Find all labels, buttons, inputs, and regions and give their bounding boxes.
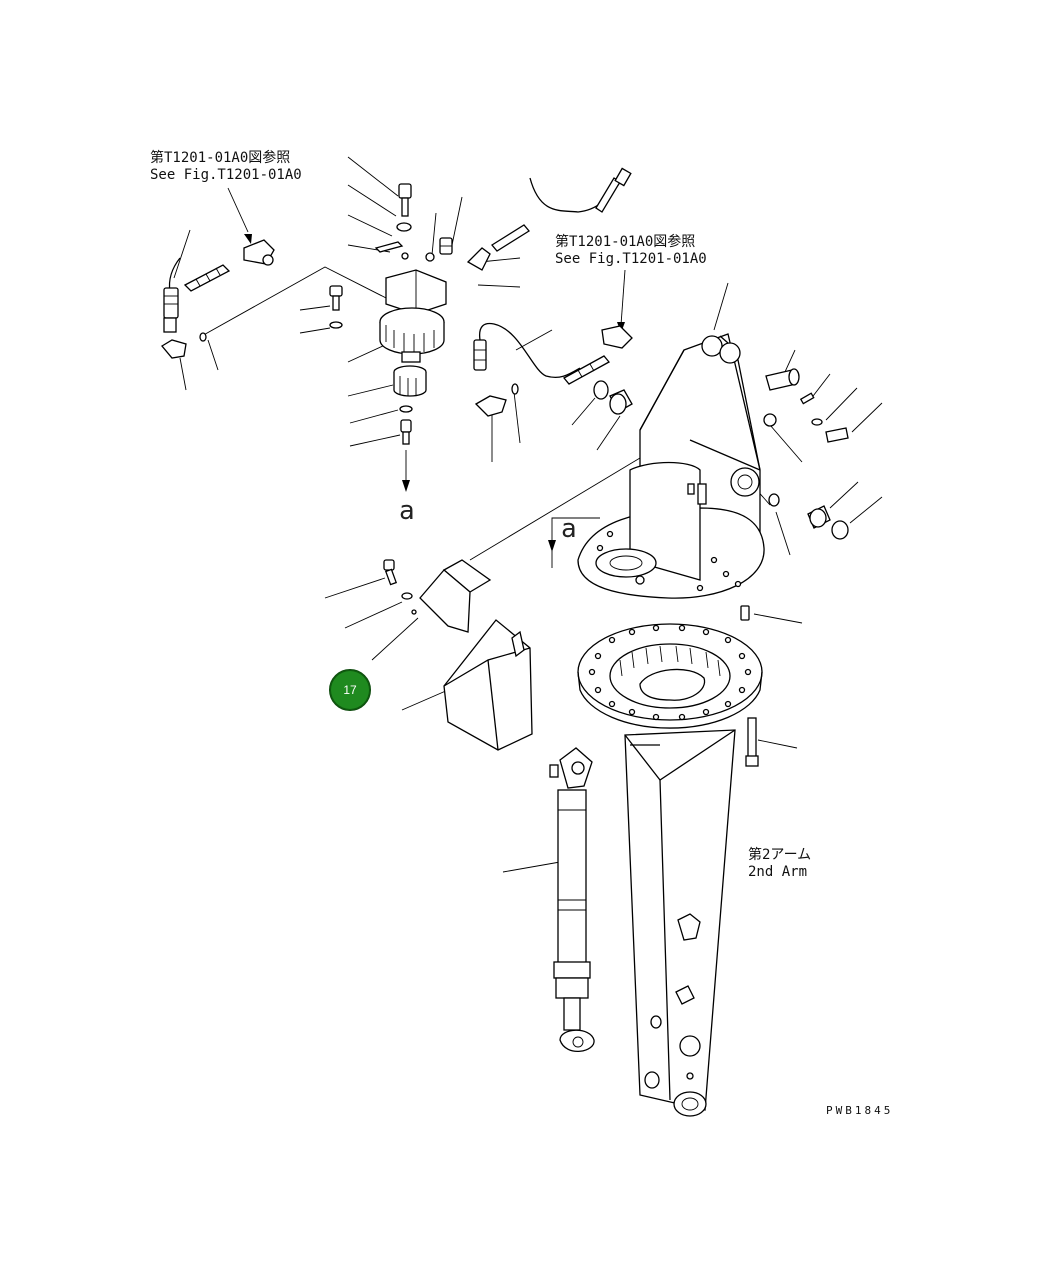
boom-bracket xyxy=(577,333,765,599)
swing-circle xyxy=(577,605,763,767)
bolt-top xyxy=(374,183,412,260)
cover-plate xyxy=(443,619,533,751)
pinion-gear xyxy=(393,365,427,397)
leader-lines xyxy=(173,156,883,873)
hose-fitting-left xyxy=(161,257,207,359)
swing-motor xyxy=(379,269,447,363)
reference-note-left-jp: 第T1201-01A0図参照 xyxy=(150,150,291,166)
reference-note-left-en: See Fig.T1201-01A0 xyxy=(150,167,302,183)
view-arrow-side xyxy=(548,517,600,568)
drawing-code: PWB1845 xyxy=(826,1104,894,1117)
fitting-small xyxy=(425,237,453,262)
swing-circle-holes xyxy=(588,624,752,721)
view-a-label-top: a xyxy=(399,496,415,526)
reference-note-right-en: See Fig.T1201-01A0 xyxy=(555,251,707,267)
adapter-left xyxy=(183,239,275,292)
bushing-left xyxy=(593,380,633,415)
reference-arrow-right xyxy=(617,269,626,333)
washer-and-bolt xyxy=(399,405,413,445)
bushing-right xyxy=(768,493,849,540)
second-arm-label-en: 2nd Arm xyxy=(748,864,808,880)
hose-middle xyxy=(473,322,633,417)
reference-arrow-left xyxy=(227,187,252,244)
bolts-left-of-motor xyxy=(329,285,343,329)
view-arrow-down xyxy=(402,450,410,492)
callout-badge-17[interactable]: 17 xyxy=(329,669,371,711)
cover-bracket xyxy=(383,559,492,633)
reference-note-right-jp: 第T1201-01A0図参照 xyxy=(555,234,696,250)
pin-upper-right xyxy=(763,368,849,443)
hydraulic-cylinder xyxy=(549,747,595,1052)
second-arm xyxy=(624,729,736,1117)
second-arm-label-jp: 第2アーム xyxy=(748,847,812,863)
hose-upper xyxy=(466,167,632,271)
bracket-holes xyxy=(596,530,742,592)
view-a-label-side: a xyxy=(561,514,577,544)
